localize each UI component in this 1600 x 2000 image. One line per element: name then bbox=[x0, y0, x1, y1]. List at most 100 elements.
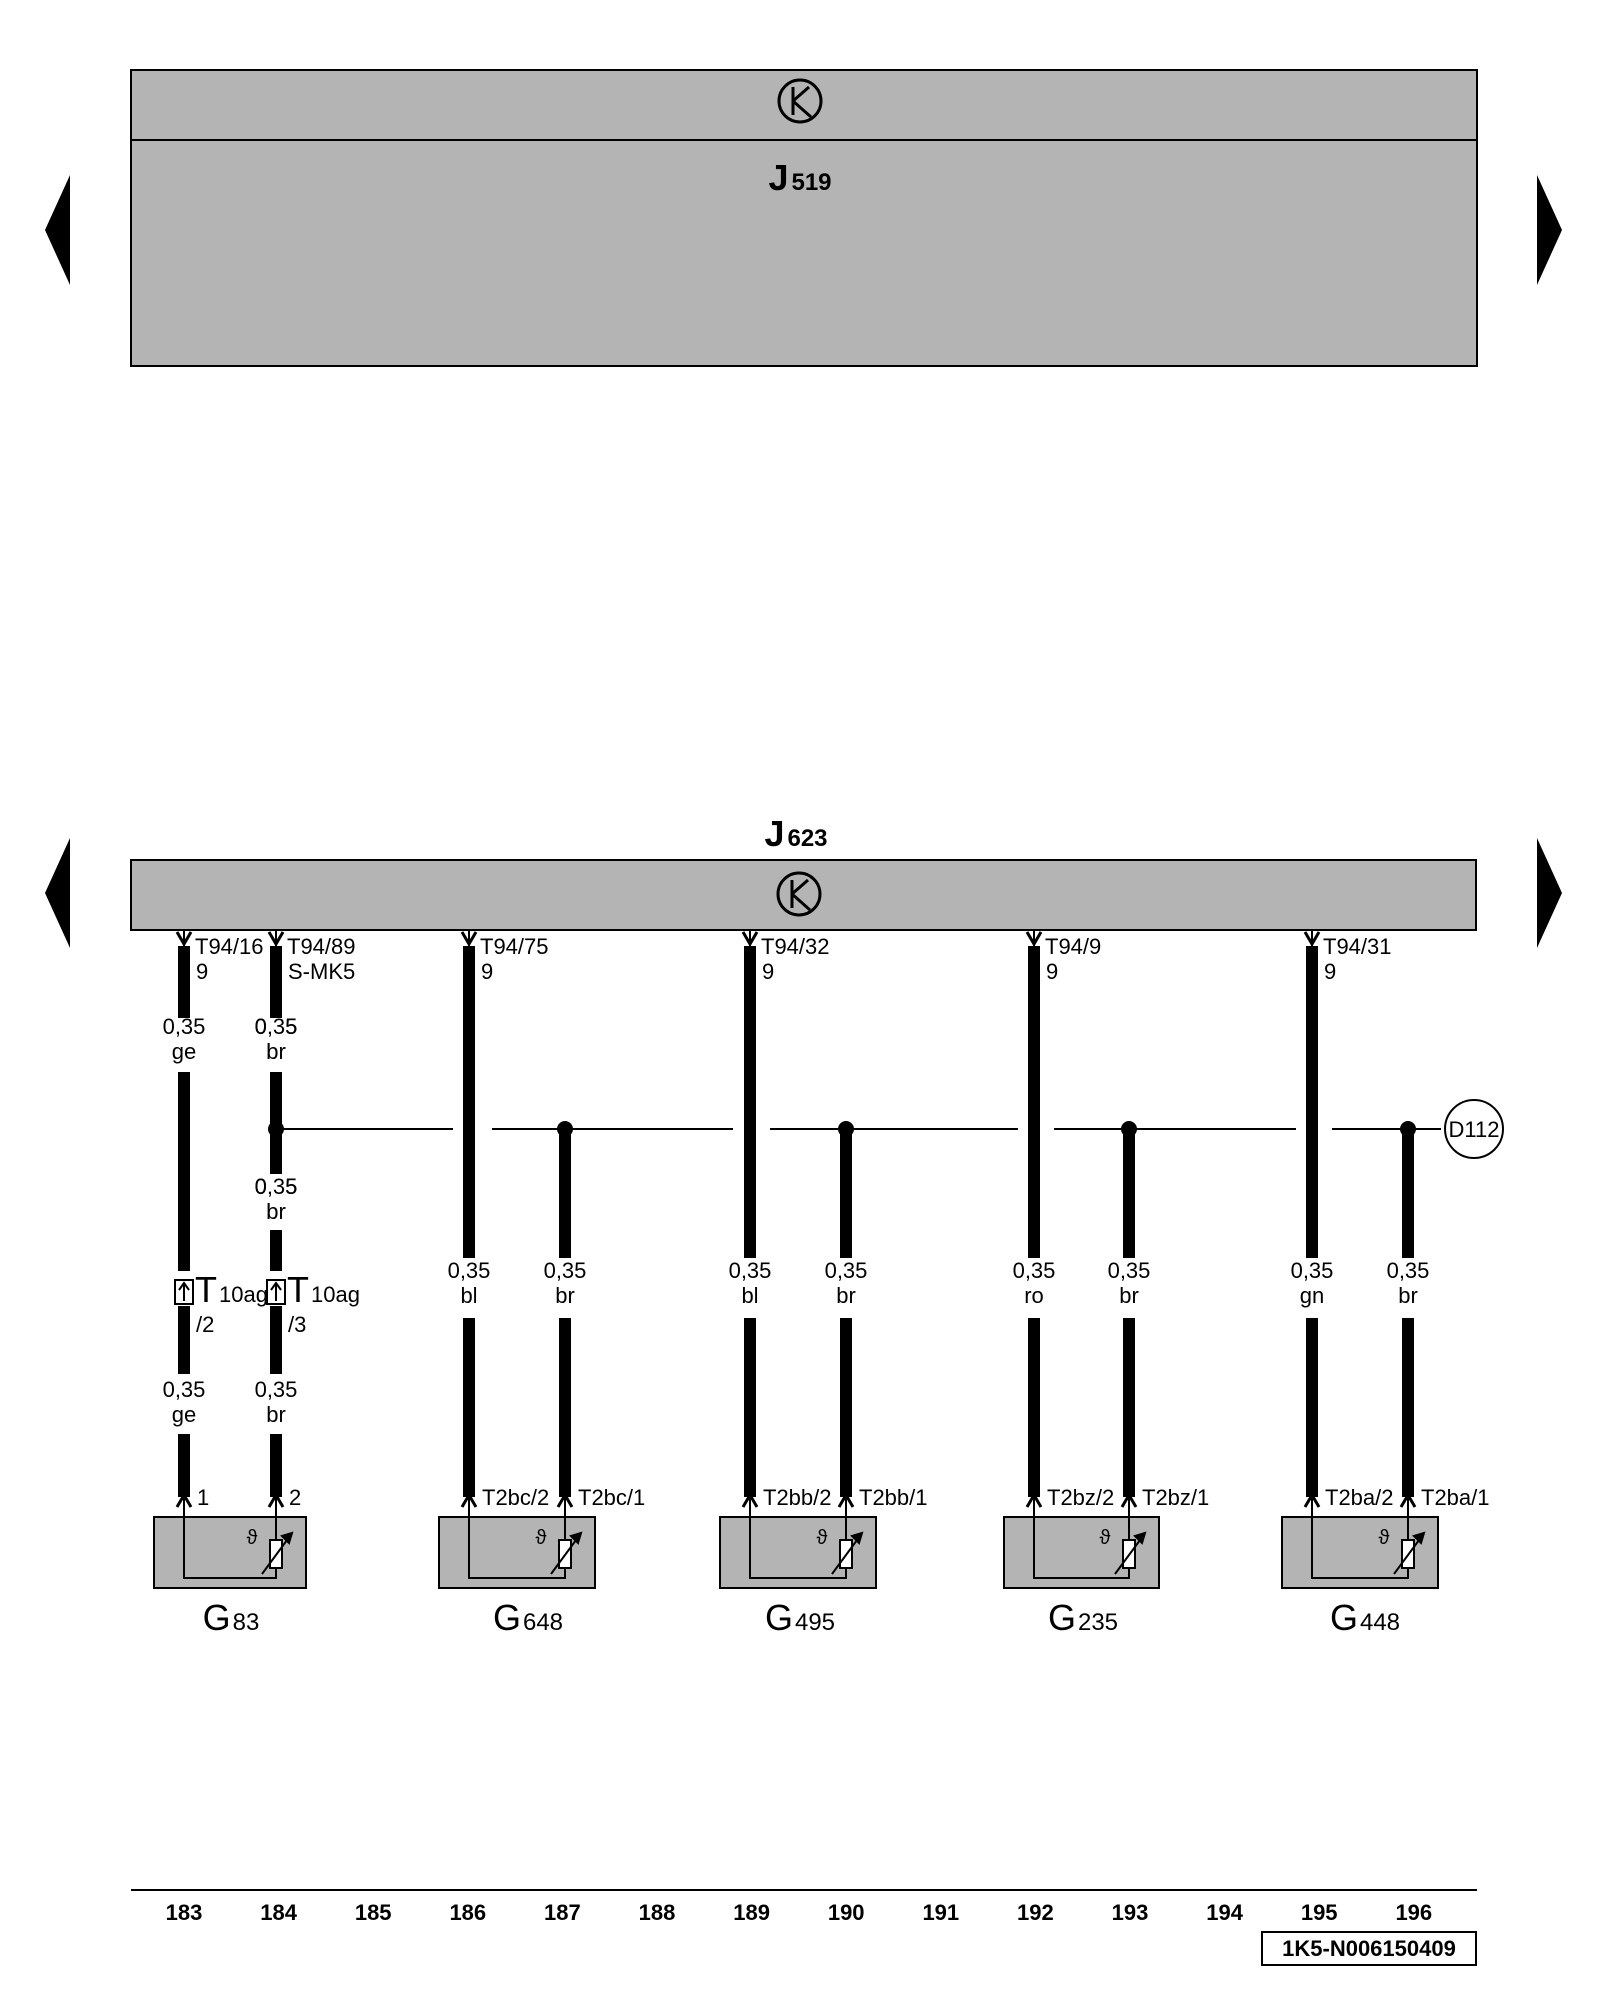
document-code-box: 1K5-N006150409 bbox=[1261, 1931, 1477, 1966]
thermometer-icon: ϑ bbox=[247, 1527, 258, 1549]
thermometer-icon: ϑ bbox=[1379, 1527, 1390, 1549]
wire-lower-size: 0,35 bbox=[255, 1377, 298, 1402]
connector-pin: /2 bbox=[196, 1312, 214, 1337]
ntc-resistor-icon bbox=[261, 1531, 294, 1575]
wire-lower-size: 0,35 bbox=[1013, 1258, 1056, 1283]
track-number: 190 bbox=[828, 1900, 865, 1925]
sensor-pin-label: T2bz/1 bbox=[1142, 1485, 1209, 1510]
wire-lower-color: gn bbox=[1300, 1283, 1324, 1308]
next-page-arrow-top[interactable] bbox=[1537, 175, 1562, 285]
wire-lower-size: 0,35 bbox=[825, 1258, 868, 1283]
terminal-sub-label: 9 bbox=[1324, 959, 1336, 984]
connector-pin: /3 bbox=[288, 1312, 306, 1337]
wire-lower-size: 0,35 bbox=[544, 1258, 587, 1283]
ntc-resistor-icon bbox=[1114, 1531, 1147, 1575]
sensor-pin-label: T2bc/2 bbox=[482, 1485, 549, 1510]
sensor-name: G bbox=[765, 1597, 793, 1638]
track-number: 196 bbox=[1395, 1900, 1432, 1925]
connector-label: T10ag bbox=[287, 1269, 360, 1310]
module-label: J bbox=[768, 157, 788, 198]
module-subscript: 623 bbox=[787, 825, 827, 852]
sensor-subscript: 648 bbox=[523, 1609, 563, 1636]
terminal-label: T94/75 bbox=[480, 934, 549, 959]
track-number: 189 bbox=[733, 1900, 770, 1925]
ntc-resistor-icon bbox=[831, 1531, 864, 1575]
wire-lower-size: 0,35 bbox=[1387, 1258, 1430, 1283]
sensor-pin-label: 1 bbox=[197, 1485, 209, 1510]
terminal-sub-label: 9 bbox=[481, 959, 493, 984]
wire-upper-color: br bbox=[266, 1039, 286, 1064]
wire-lower-size: 0,35 bbox=[729, 1258, 772, 1283]
connector-label: T10ag bbox=[195, 1269, 268, 1310]
sensor-name: G bbox=[203, 1597, 231, 1638]
wire-upper-size: 0,35 bbox=[163, 1014, 206, 1039]
connector-subscript: 10ag bbox=[219, 1282, 268, 1307]
track-number: 193 bbox=[1112, 1900, 1149, 1925]
wire-lower-size: 0,35 bbox=[448, 1258, 491, 1283]
sensor-label: G83 bbox=[203, 1597, 260, 1638]
sensor-label: G495 bbox=[765, 1597, 835, 1638]
previous-page-arrow-bottom[interactable] bbox=[45, 838, 70, 948]
ground-point-d112: D112 bbox=[1444, 1099, 1504, 1159]
next-page-arrow-bottom[interactable] bbox=[1537, 838, 1562, 948]
sensor-subscript: 495 bbox=[795, 1609, 835, 1636]
terminal-label: T94/32 bbox=[761, 934, 830, 959]
wire-mid-color: br bbox=[266, 1199, 286, 1224]
sensor-pin-label: T2bc/1 bbox=[578, 1485, 645, 1510]
thermometer-icon: ϑ bbox=[536, 1527, 547, 1549]
wire-lower-size: 0,35 bbox=[1108, 1258, 1151, 1283]
inline-connector: T10ag/2 bbox=[174, 1269, 268, 1337]
control-unit-symbol-icon bbox=[777, 78, 823, 124]
wire-lower-color: br bbox=[836, 1283, 856, 1308]
sensor-pin-label: T2bz/2 bbox=[1047, 1485, 1114, 1510]
label-gap bbox=[268, 1174, 284, 1230]
wire-mid-size: 0,35 bbox=[255, 1174, 298, 1199]
sensor-subscript: 83 bbox=[233, 1609, 260, 1636]
ground-point-label: D112 bbox=[1449, 1117, 1500, 1142]
connector-name: T bbox=[195, 1269, 217, 1310]
terminal-sub-label: 9 bbox=[762, 959, 774, 984]
track-number: 195 bbox=[1301, 1900, 1338, 1925]
wire-lower-color: br bbox=[1119, 1283, 1139, 1308]
track-number: 191 bbox=[922, 1900, 959, 1925]
label-gap bbox=[268, 1018, 284, 1072]
track-number: 185 bbox=[355, 1900, 392, 1925]
terminal-sub-label: 9 bbox=[1046, 959, 1058, 984]
wire-lower-color: ro bbox=[1024, 1283, 1044, 1308]
terminal-label: T94/89 bbox=[287, 934, 356, 959]
ntc-resistor-icon bbox=[1393, 1531, 1426, 1575]
sensor-pin-label: T2bb/2 bbox=[763, 1485, 832, 1510]
sensor-name: G bbox=[1330, 1597, 1358, 1638]
connector-name: T bbox=[287, 1269, 309, 1310]
wire-lower-color: br bbox=[266, 1402, 286, 1427]
previous-page-arrow-top[interactable] bbox=[45, 175, 70, 285]
module-subscript: 519 bbox=[791, 169, 831, 196]
terminal-label: T94/9 bbox=[1045, 934, 1101, 959]
module-label: J bbox=[764, 813, 784, 854]
sensor-label: G448 bbox=[1330, 1597, 1400, 1638]
track-number: 184 bbox=[260, 1900, 297, 1925]
terminal-label: T94/16 bbox=[195, 934, 264, 959]
wire-lower-color: bl bbox=[460, 1283, 477, 1308]
wire-group: T94/1690,35geT10ag/20,35ge1T94/89S-MK50,… bbox=[163, 930, 1490, 1510]
